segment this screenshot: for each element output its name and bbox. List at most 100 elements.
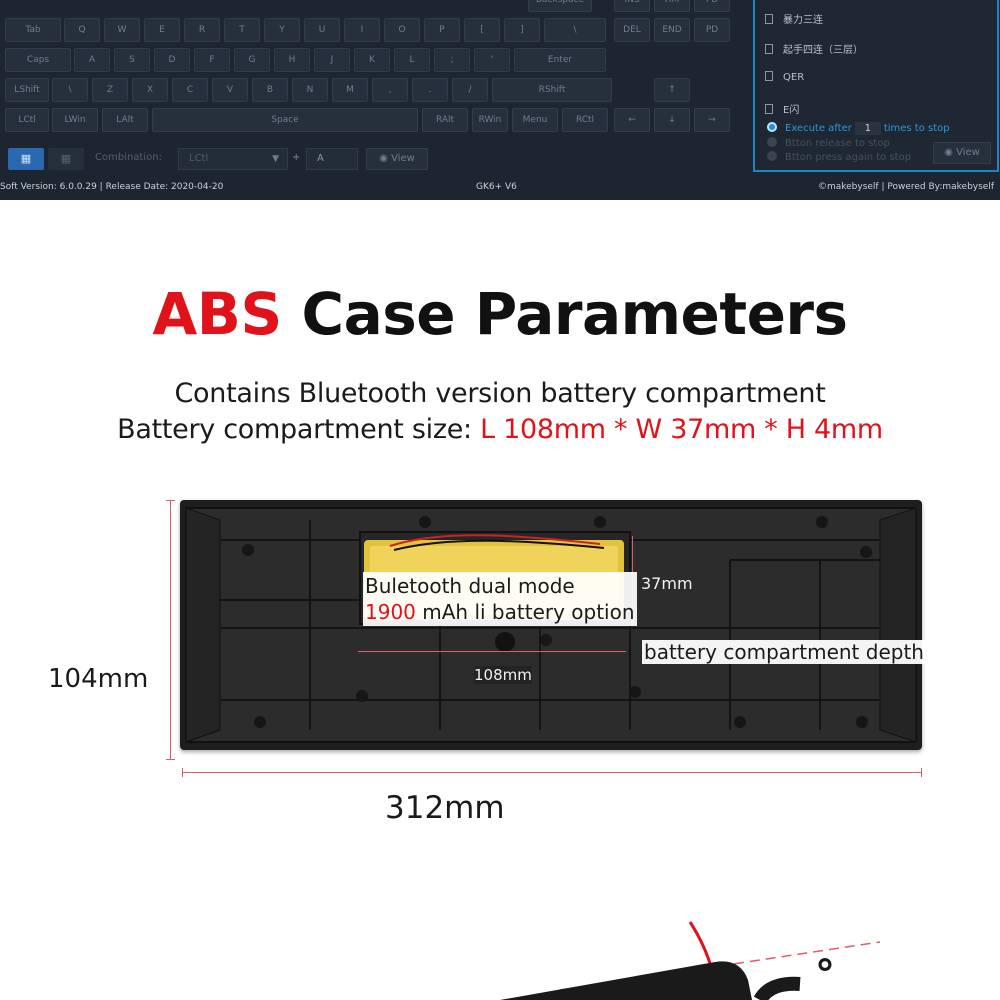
macro-item[interactable]: 暴力三连 (765, 11, 823, 27)
keyboard-key[interactable]: Enter (514, 48, 606, 72)
macro-item[interactable]: QER (765, 71, 804, 87)
keyboard-key[interactable]: Tab (5, 18, 61, 42)
game-mode-button[interactable]: ▦ (48, 148, 84, 170)
combination-key-field[interactable]: A (306, 148, 358, 170)
keyboard-key[interactable]: [ (464, 18, 500, 42)
width-label: 312mm (385, 790, 505, 826)
keyboard-key[interactable]: RCtl (562, 108, 608, 132)
keyboard-key[interactable]: Menu (512, 108, 558, 132)
next-section-teaser: ° (0, 900, 1000, 1000)
keyboard-key[interactable]: W (104, 18, 140, 42)
keyboard-key[interactable]: G (234, 48, 270, 72)
keyboard-key[interactable]: , (372, 78, 408, 102)
keyboard-key[interactable]: ↑ (654, 78, 690, 102)
subtitle-line-1: Contains Bluetooth version battery compa… (174, 378, 826, 409)
combination-modifier-select[interactable]: LCtl ▼ (178, 148, 288, 170)
battery-line-2: 1900 mAh li battery option (365, 599, 635, 625)
credit-info: ©makebyself | Powered By:makebyself (817, 182, 994, 192)
height-dimension-line (166, 500, 175, 760)
keyboard-key[interactable]: K (354, 48, 390, 72)
keyboard-key[interactable]: E (144, 18, 180, 42)
keyboard-key[interactable]: S (114, 48, 150, 72)
keyboard-key[interactable]: LCtl (5, 108, 49, 132)
option-release-stop[interactable]: Btton release to stop (767, 137, 890, 151)
keyboard-key[interactable]: P (424, 18, 460, 42)
combination-label: Combination: (95, 152, 162, 163)
height-label: 104mm (48, 664, 149, 694)
keyboard-key[interactable]: A (74, 48, 110, 72)
keyboard-key[interactable]: V (212, 78, 248, 102)
battery-line-1: Buletooth dual mode (365, 574, 575, 598)
keyboard-key[interactable]: RShift (492, 78, 612, 102)
keyboard-key[interactable]: C (172, 78, 208, 102)
macro-item-label: QER (783, 72, 805, 83)
macro-item[interactable]: 起手四连（三层） (765, 41, 863, 57)
keyboard-key[interactable]: X (132, 78, 168, 102)
keyboard-key[interactable]: ] (504, 18, 540, 42)
keyboard-key[interactable]: LAlt (102, 108, 148, 132)
macro-item[interactable]: E闪 (765, 101, 799, 117)
keyboard-key[interactable]: L (394, 48, 430, 72)
keyboard-key[interactable]: O (384, 18, 420, 42)
keyboard-key[interactable]: R (184, 18, 220, 42)
keyboard-key[interactable]: M (332, 78, 368, 102)
windows-mode-button[interactable]: ▦ (8, 148, 44, 170)
keyboard-key[interactable]: LWin (52, 108, 98, 132)
status-bar: Soft Version: 6.0.0.29 | Release Date: 2… (0, 178, 1000, 198)
keyboard-key[interactable]: LShift (5, 78, 49, 102)
keyboard-key[interactable]: . (412, 78, 448, 102)
keyboard-key[interactable]: Backspace (528, 0, 592, 12)
subtitle-prefix: Battery compartment size: (117, 414, 481, 445)
keyboard-key[interactable]: N (292, 78, 328, 102)
keyboard-key[interactable]: HM (654, 0, 690, 12)
keyboard-key[interactable]: \ (52, 78, 88, 102)
execute-times-input[interactable]: 1 (854, 122, 881, 135)
macro-item-label: 起手四连（三层） (783, 45, 863, 56)
keyboard-key[interactable]: Space (152, 108, 418, 132)
keyboard-key[interactable]: ' (474, 48, 510, 72)
keyboard-key[interactable]: PD (694, 0, 730, 12)
keyboard-key[interactable]: ↓ (654, 108, 690, 132)
document-icon (765, 44, 773, 54)
keyboard-key[interactable]: I (344, 18, 380, 42)
keyboard-key[interactable]: B (252, 78, 288, 102)
panel-view-button[interactable]: ◉ View (933, 142, 991, 164)
keyboard-key[interactable]: / (452, 78, 488, 102)
keyboard-key[interactable]: H (274, 48, 310, 72)
keyboard-key[interactable]: ; (434, 48, 470, 72)
tilt-angle-drawing: ° (500, 921, 881, 1000)
keyboard-key[interactable]: T (224, 18, 260, 42)
panel-view-label: View (956, 147, 980, 158)
document-icon (765, 104, 773, 114)
battery-depth-label: battery compartment depth (642, 640, 926, 664)
option-press-stop[interactable]: Btton press again to stop (767, 151, 911, 165)
radio-selected-icon (767, 122, 777, 132)
keyboard-key[interactable]: INS (614, 0, 650, 12)
keyboard-key[interactable]: Z (92, 78, 128, 102)
keyboard-key[interactable]: → (694, 108, 730, 132)
view-button[interactable]: ◉ View (366, 148, 428, 170)
keyboard-key[interactable]: END (654, 18, 690, 42)
keyboard-key[interactable]: RWin (472, 108, 508, 132)
keyboard-key[interactable]: ← (614, 108, 650, 132)
keyboard-key[interactable]: J (314, 48, 350, 72)
page-title: ABS Case Parameters (0, 280, 1000, 348)
keyboard-key[interactable]: Q (64, 18, 100, 42)
combination-modifier-value: LCtl (189, 153, 209, 164)
keyboard-key[interactable]: Y (264, 18, 300, 42)
keyboard-key[interactable]: U (304, 18, 340, 42)
keyboard-key[interactable]: DEL (614, 18, 650, 42)
keyboard-key[interactable]: PD (694, 18, 730, 42)
keyboard-key[interactable]: Caps (5, 48, 71, 72)
keyboard-key[interactable]: RAlt (422, 108, 468, 132)
keyboard-key[interactable]: D (154, 48, 190, 72)
keyboard-key[interactable]: F (194, 48, 230, 72)
keyboard-key[interactable]: \ (544, 18, 606, 42)
battery-width-label: 37mm (641, 574, 693, 593)
eye-icon: ◉ (379, 153, 388, 164)
grid-icon: ▦ (60, 152, 72, 165)
document-icon (765, 71, 773, 81)
